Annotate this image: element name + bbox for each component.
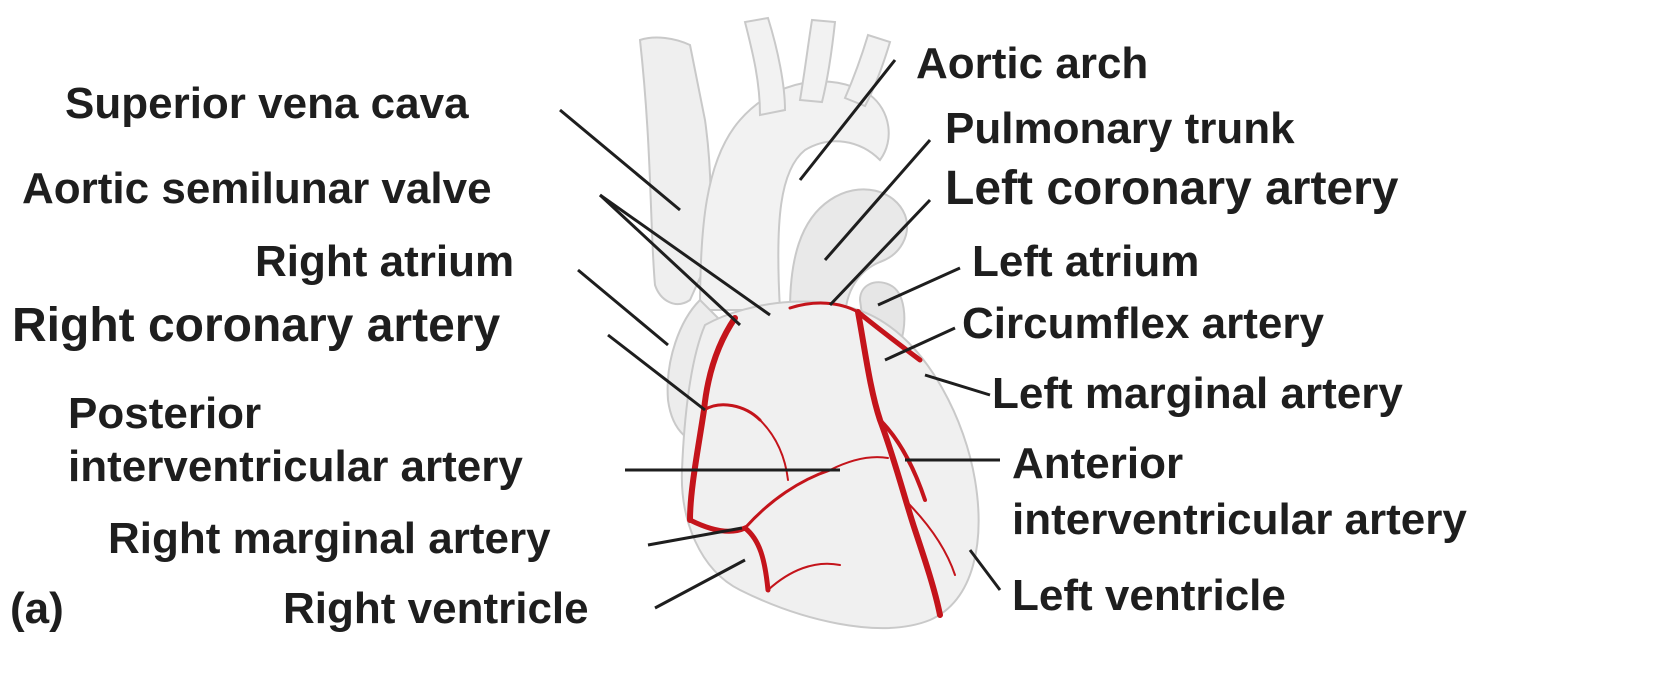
panel-label: (a) [10, 585, 64, 633]
label-right-atrium: Right atrium [255, 238, 514, 286]
aortic-branch-1 [745, 18, 785, 115]
label-left-marginal-artery: Left marginal artery [992, 370, 1403, 418]
label-superior-vena-cava: Superior vena cava [65, 80, 469, 128]
label-right-marginal-artery: Right marginal artery [108, 515, 551, 563]
ventricles-shape [682, 301, 979, 628]
label-anterior-line1: Anterior [1012, 440, 1183, 488]
label-posterior-line1: Posterior [68, 390, 261, 438]
label-posterior-line2: interventricular artery [68, 443, 523, 491]
leader-left-ventricle [970, 550, 1000, 590]
label-right-ventricle: Right ventricle [283, 585, 589, 633]
label-aortic-arch: Aortic arch [916, 40, 1148, 88]
label-left-ventricle: Left ventricle [1012, 572, 1286, 620]
label-aortic-semilunar-valve: Aortic semilunar valve [22, 165, 492, 213]
label-right-coronary-artery: Right coronary artery [12, 300, 500, 353]
label-left-atrium: Left atrium [972, 238, 1199, 286]
label-pulmonary-trunk: Pulmonary trunk [945, 105, 1295, 153]
label-anterior-line2: interventricular artery [1012, 496, 1467, 544]
label-left-coronary-artery: Left coronary artery [945, 163, 1399, 216]
label-circumflex-artery: Circumflex artery [962, 300, 1324, 348]
